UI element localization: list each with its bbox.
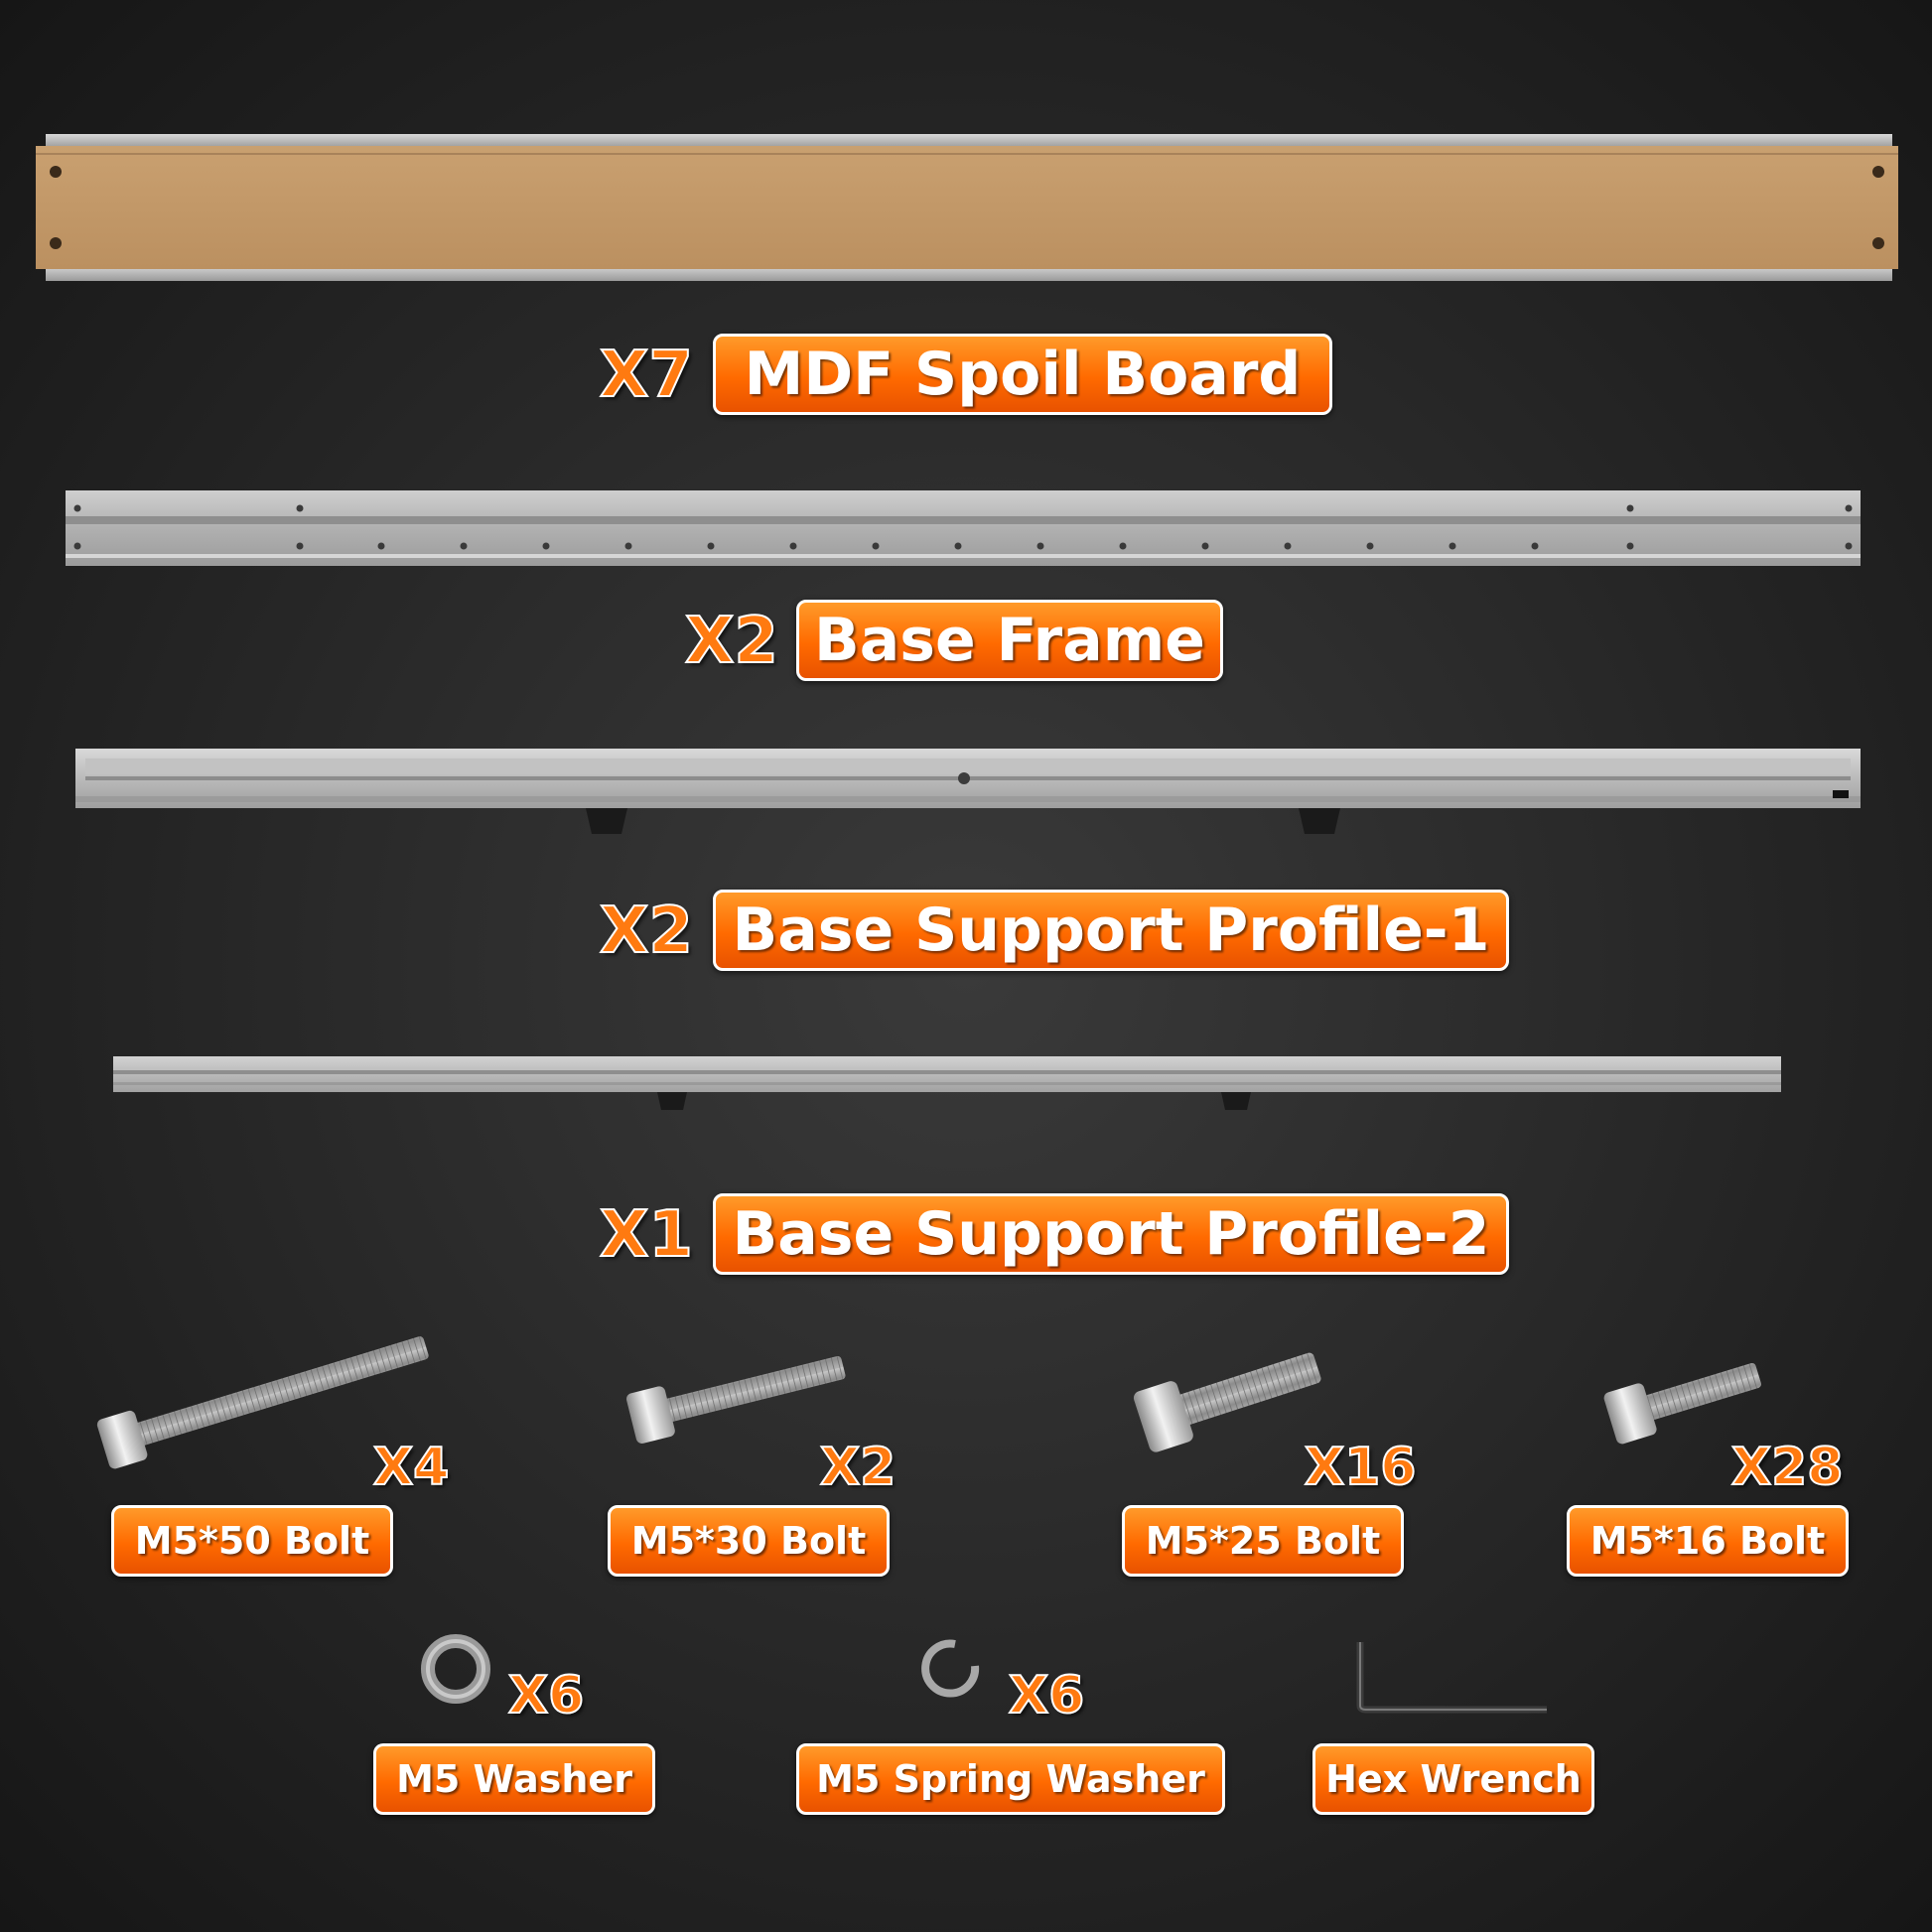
- base-support-profile-1-image: [75, 749, 1861, 834]
- base-support-profile-2-image: [113, 1056, 1781, 1110]
- m5-spring-washer-label: M5 Spring Washer: [796, 1743, 1225, 1815]
- m5-spring-washer-quantity: X6: [1008, 1666, 1085, 1725]
- m5-spring-washer-image: [921, 1639, 980, 1698]
- mdf-spoil-board-quantity: X7: [599, 339, 694, 412]
- m5x30-bolt-quantity: X2: [819, 1438, 897, 1497]
- m5x50-bolt-quantity: X4: [372, 1438, 450, 1497]
- hex-wrench-image: [1356, 1642, 1547, 1714]
- base-support-profile-1-label: Base Support Profile-1: [713, 890, 1509, 971]
- m5x50-bolt-image: [96, 1336, 429, 1469]
- m5x25-bolt-quantity: X16: [1304, 1438, 1417, 1497]
- m5x25-bolt-label: M5*25 Bolt: [1122, 1505, 1404, 1577]
- hex-wrench-label: Hex Wrench: [1312, 1743, 1594, 1815]
- m5x30-bolt-image: [625, 1355, 846, 1444]
- m5-washer-image: [421, 1634, 490, 1704]
- m5x25-bolt-image: [1133, 1352, 1321, 1452]
- base-frame-image: [66, 490, 1861, 566]
- mdf-spoil-board-image: [36, 134, 1898, 281]
- m5x50-bolt-label: M5*50 Bolt: [111, 1505, 393, 1577]
- base-support-profile-2-label: Base Support Profile-2: [713, 1193, 1509, 1275]
- base-support-profile-2-quantity: X1: [599, 1198, 694, 1272]
- m5x16-bolt-image: [1603, 1362, 1761, 1445]
- m5-washer-label: M5 Washer: [373, 1743, 655, 1815]
- base-frame-label: Base Frame: [796, 600, 1223, 681]
- m5x16-bolt-label: M5*16 Bolt: [1567, 1505, 1849, 1577]
- m5-washer-quantity: X6: [507, 1666, 585, 1725]
- base-support-profile-1-quantity: X2: [599, 895, 694, 968]
- m5x30-bolt-label: M5*30 Bolt: [608, 1505, 890, 1577]
- mdf-spoil-board-label: MDF Spoil Board: [713, 334, 1332, 415]
- base-frame-quantity: X2: [684, 605, 779, 678]
- m5x16-bolt-quantity: X28: [1730, 1438, 1844, 1497]
